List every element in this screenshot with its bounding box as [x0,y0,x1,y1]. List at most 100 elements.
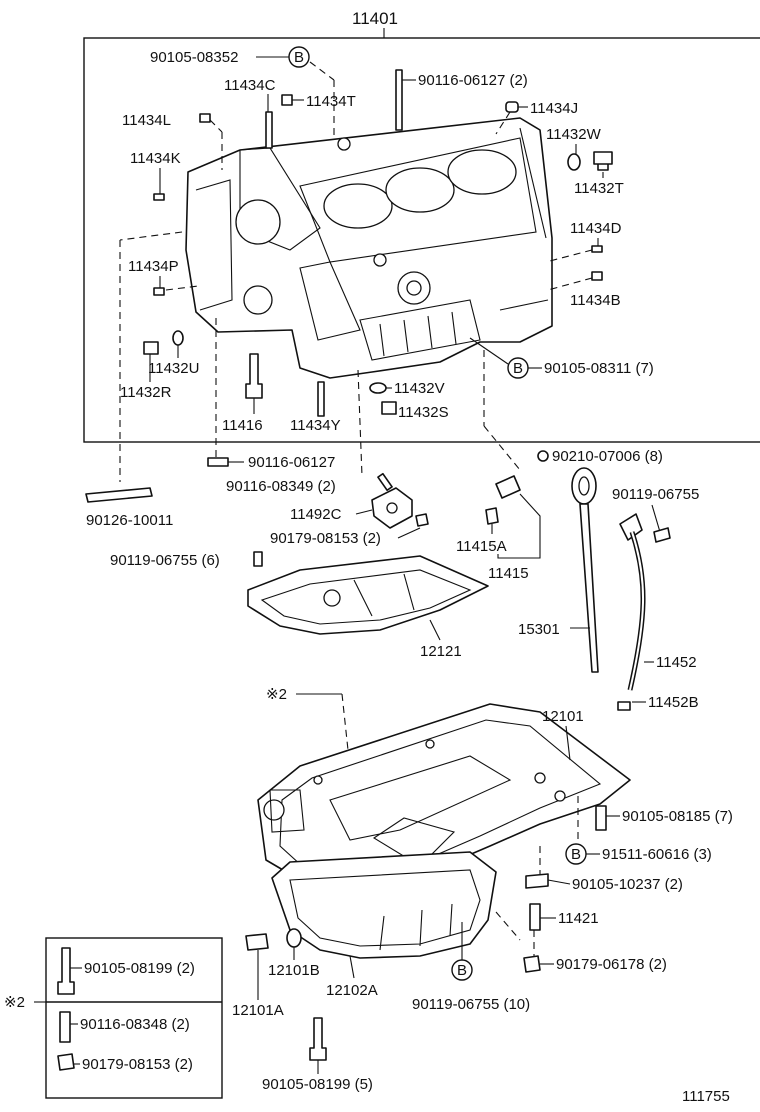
plug-11432T [593,151,613,171]
figure-number: 111755 [682,1088,730,1105]
label-90105-08199-2: 90105-08199 (2) [84,960,195,977]
plug-11432R [143,341,159,355]
label-90210-07006-8: 90210-07006 (8) [552,448,663,465]
pin-11434C [265,111,273,149]
bolt-90119-06755-6 [253,551,263,567]
note-2-inset-box [45,937,223,1099]
b-marker: B [294,49,304,66]
label-12101: 12101 [542,708,584,725]
gasket-11432U [172,330,184,346]
assembly-number: 11401 [352,9,398,28]
oil-pan-lower-12102A [271,851,497,959]
b-circle-90105-08311: B [507,357,529,379]
label-12101B: 12101B [268,962,320,979]
label-91511-60616-3: 91511-60616 (3) [602,846,712,863]
label-11434Y: 11434Y [290,417,341,434]
label-90116-06127: 90116-06127 [248,454,335,471]
label-11434K: 11434K [130,150,181,167]
b-marker: B [513,360,523,377]
label-90119-06755-10: 90119-06755 (10) [412,996,530,1013]
block-fasteners [143,69,613,417]
label-11492C: 11492C [290,506,342,523]
label-11432U: 11432U [148,360,199,377]
label-90119-06755: 90119-06755 [612,486,699,503]
label-11432S: 11432S [398,404,449,421]
label-90179-06178-2: 90179-06178 (2) [556,956,667,973]
oil-level-gauge-guide [537,450,549,462]
gasket-11432V [369,382,387,394]
bolt-90105-08185 [595,805,607,831]
label-90116-06127-2: 90116-06127 (2) [418,72,528,89]
cylinder-block-frame [83,37,760,443]
label-11434B: 11434B [570,292,621,309]
oil-pan-baffle-12121 [247,555,489,635]
b-circle-90105-08352: B [288,46,310,68]
stud-90116-06127 [395,69,403,131]
label-11434T: 11434T [306,93,356,110]
label-11415: 11415 [488,565,529,582]
switch-11415A [485,507,499,525]
label-11434D: 11434D [570,220,622,237]
label-90105-08352: 90105-08352 [150,49,238,66]
label-11432V: 11432V [394,380,445,397]
note-marker-top: ※2 [266,686,287,703]
label-90116-08348-2: 90116-08348 (2) [80,1016,190,1033]
plug-12101A [245,933,269,951]
label-90105-10237-2: 90105-10237 (2) [572,876,683,893]
label-12101A: 12101A [232,1002,284,1019]
cylinder-block [185,117,553,379]
label-12102A: 12102A [326,982,378,999]
nut-90179-06178 [523,955,541,973]
pin-11434D [591,245,603,253]
label-11434P: 11434P [128,258,179,275]
label-11416: 11416 [222,417,263,434]
label-90105-08185-7: 90105-08185 (7) [622,808,733,825]
label-90105-08311-7: 90105-08311 (7) [544,360,654,377]
label-11434J: 11434J [530,100,578,117]
stud-90116-08348 [59,1011,71,1043]
stud-90116-06127 [207,457,229,467]
pin-11434Y [317,381,325,417]
label-11452B: 11452B [648,694,699,711]
label-11452: 11452 [656,654,697,671]
pin-11434K [153,193,165,201]
label-11434C: 11434C [224,77,276,94]
b-marker: B [457,962,467,979]
nut-90179-08153 [415,513,429,527]
b-marker: B [571,846,581,863]
oil-level-gauge-guide-11452 [617,513,646,711]
label-15301: 15301 [518,621,560,638]
label-90179-08153-2: 90179-08153 (2) [270,530,381,547]
label-11432T: 11432T [574,180,624,197]
nut-90179-08153 [57,1053,75,1071]
stud-90116-08349 [377,472,393,492]
oil-level-gauge-15301 [571,467,599,673]
pin-11434B [591,271,603,281]
pin-11434P [153,287,165,296]
pin-11434L [199,113,211,123]
switch-11415 [495,475,521,499]
b-circle-90119-06755-10: B [451,959,473,981]
b-circle-91511-60616: B [565,843,587,865]
label-11432W: 11432W [546,126,602,143]
sensor-11416 [245,353,263,399]
bolt-90105-08199 [57,947,75,995]
bolt-90126-10011 [85,487,153,503]
bolt-90105-08199-5 [309,1017,327,1061]
label-90116-08349-2: 90116-08349 (2) [226,478,336,495]
label-90179-08153-2-inset: 90179-08153 (2) [82,1056,193,1073]
label-11432R: 11432R [120,384,172,401]
gasket-12101B [286,928,302,948]
pin-11434J [505,101,519,113]
label-12121: 12121 [420,643,462,660]
gasket-11432W [567,153,581,171]
label-11421: 11421 [558,910,599,927]
bolt-90119-06755 [653,527,671,543]
bolt-90105-10237 [525,873,549,889]
drain-plug-11421 [529,903,541,931]
label-11415A: 11415A [456,538,507,555]
label-11434L: 11434L [122,112,171,129]
plug-11432S [381,401,397,415]
